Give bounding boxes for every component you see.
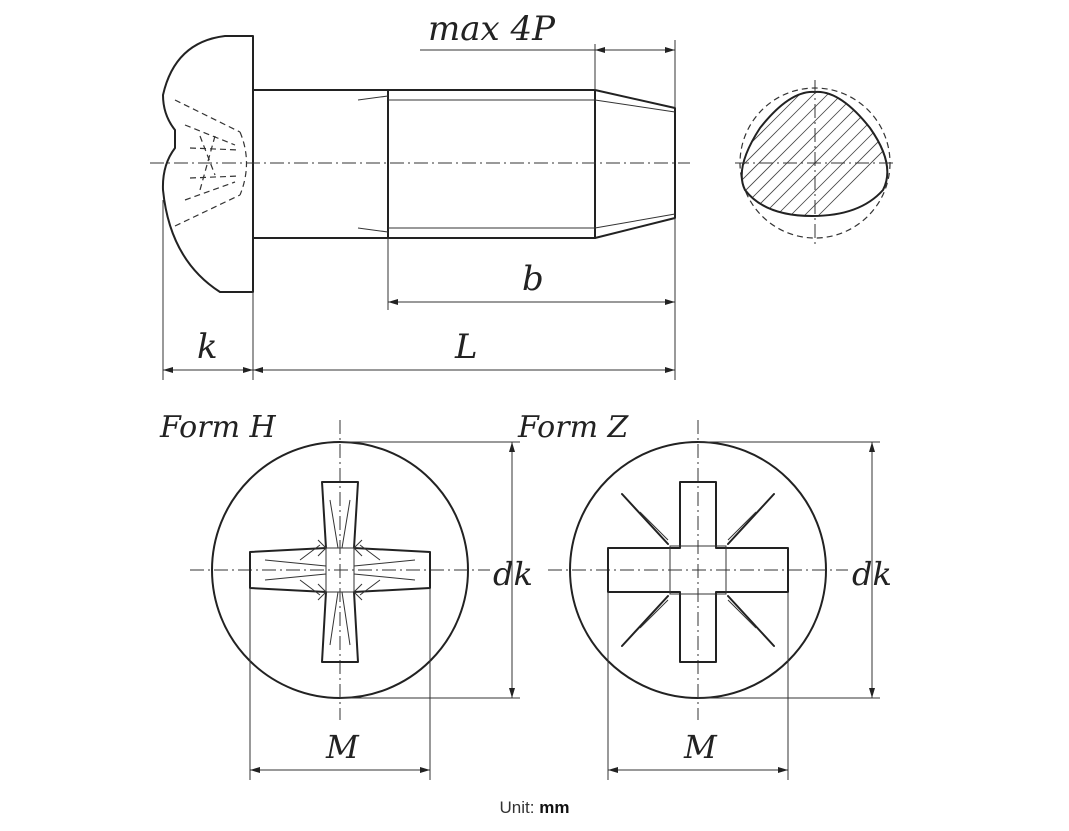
side-view: max 4P b k L	[150, 9, 690, 380]
form-z-dk-label: dk	[852, 555, 892, 593]
k-label: k	[197, 327, 218, 367]
form-h-m-label: M	[325, 728, 360, 766]
unit-label: Unit:	[499, 798, 535, 817]
max-4p-dimension	[420, 40, 676, 108]
form-z-m-label: M	[683, 728, 718, 766]
b-label: b	[522, 259, 544, 299]
k-l-dimensions	[162, 200, 675, 380]
form-h-dk-label: dk	[493, 555, 533, 593]
screw-shank	[252, 89, 676, 239]
screw-head	[161, 35, 254, 293]
b-dimension	[387, 218, 676, 380]
head-recess-hidden	[174, 99, 248, 227]
form-z-view: Form Z dk M	[517, 410, 892, 780]
form-z-label: Form Z	[517, 410, 630, 445]
unit-value: mm	[539, 798, 570, 817]
form-h-view: Form H dk M	[159, 410, 533, 780]
max-4p-label: max 4P	[428, 9, 556, 49]
l-label: L	[454, 327, 478, 367]
form-h-label: Form H	[159, 410, 277, 445]
unit-footer: Unit: mm	[0, 798, 1069, 818]
